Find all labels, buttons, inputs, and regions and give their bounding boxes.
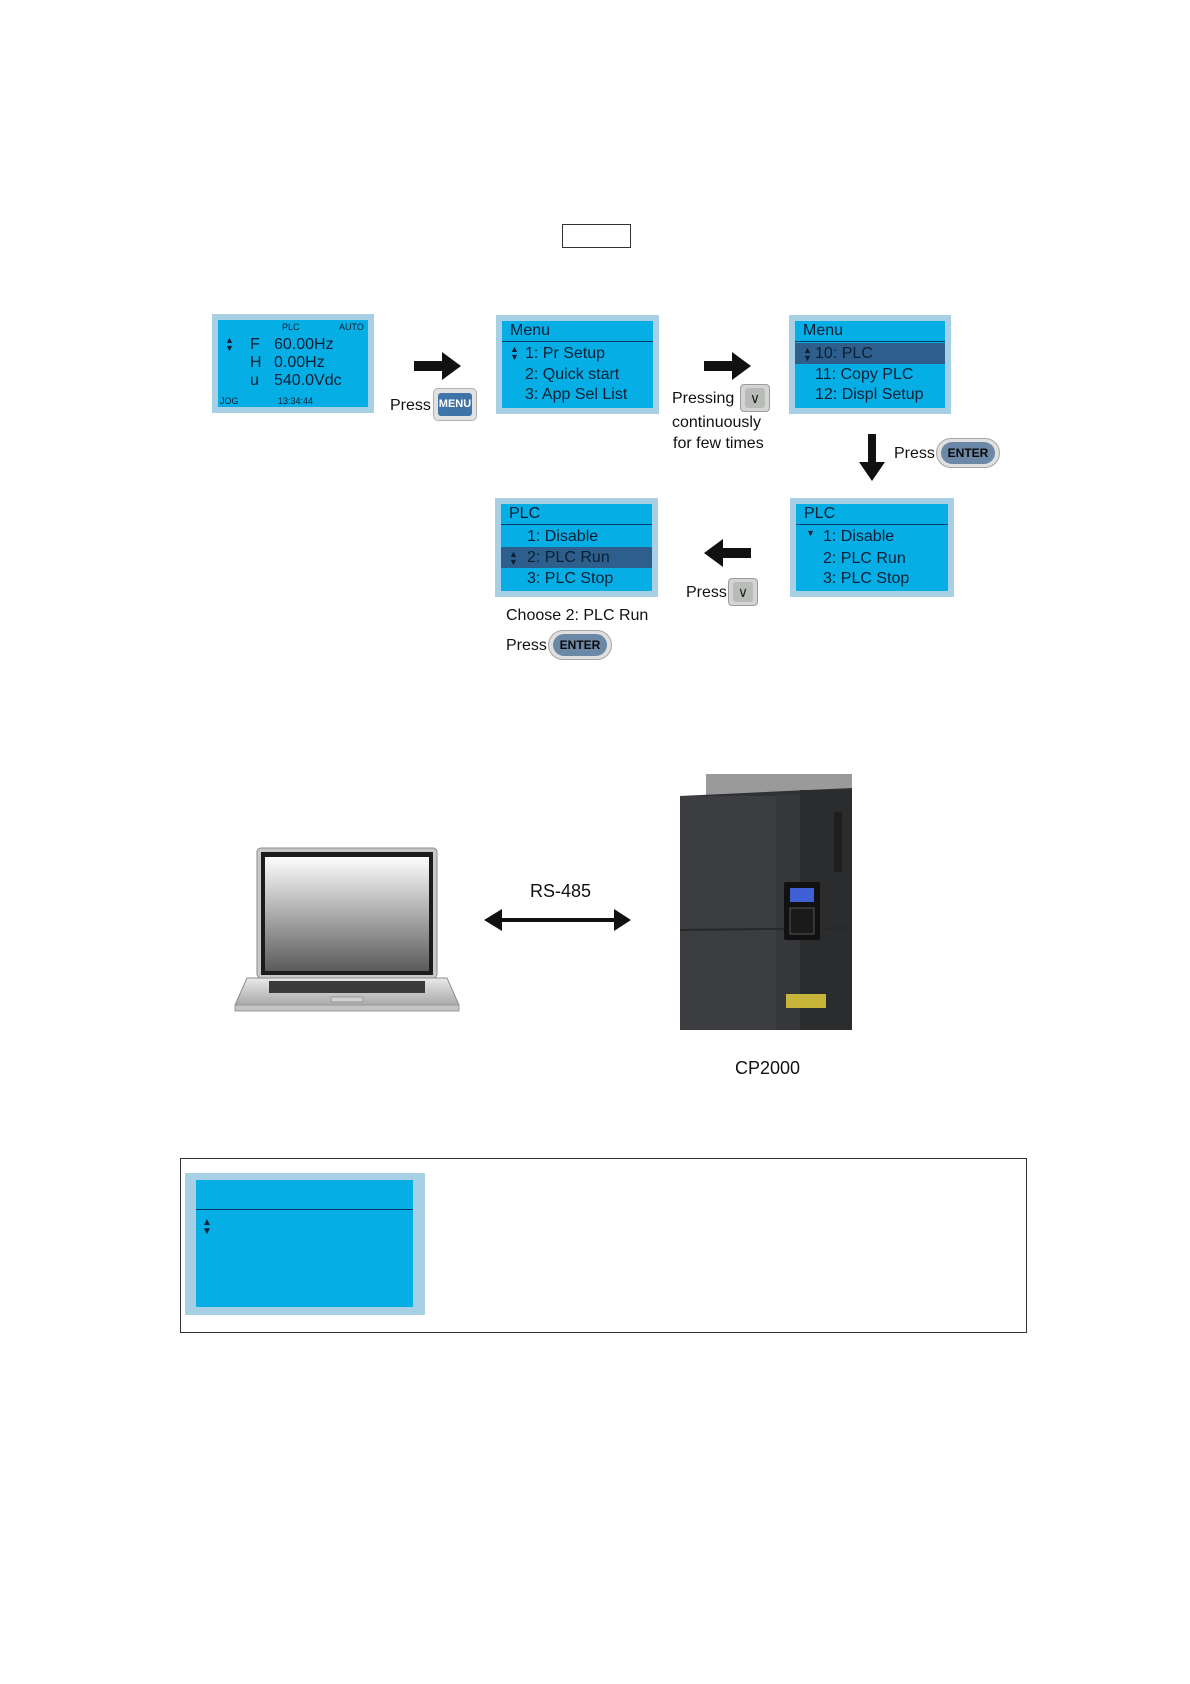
plc-option-run: 2: PLC Run	[823, 550, 906, 567]
down-arrow-icon: ▼	[806, 528, 815, 538]
menu-item-pr-setup: 1: Pr Setup	[525, 345, 606, 362]
auto-indicator: AUTO	[339, 322, 364, 332]
title-separator	[501, 524, 652, 525]
lcd-screen-plc-options: PLC ▼ 1: Disable 2: PLC Run 3: PLC Stop	[790, 498, 954, 597]
enter-key-label: ENTER	[941, 442, 995, 464]
chevron-down-icon: ∨	[745, 388, 765, 408]
up-down-arrows-icon: ▲▼	[202, 1217, 212, 1237]
laptop-illustration	[234, 847, 460, 1012]
lcd-screen-blank: ▲▼	[185, 1173, 425, 1315]
few-times-label: for few times	[673, 435, 764, 452]
title-separator	[795, 341, 945, 342]
plc-option-stop: 3: PLC Stop	[823, 570, 910, 587]
up-down-arrows-icon: ▲▼	[509, 549, 518, 567]
frequency-value: 60.00Hz	[274, 336, 334, 353]
menu-title: Menu	[803, 322, 844, 339]
u-letter: u	[250, 372, 259, 389]
arrow-right-icon	[704, 352, 751, 380]
drive-model-label: CP2000	[735, 1058, 801, 1078]
menu-item-copy-plc: 11: Copy PLC	[815, 366, 914, 383]
menu-key: MENU	[433, 388, 477, 421]
f-letter: F	[250, 336, 260, 353]
down-key: ∨	[740, 384, 770, 412]
bidirectional-arrow-icon	[484, 909, 631, 931]
menu-item-plc: 10: PLC	[815, 345, 873, 362]
down-key: ∨	[728, 578, 758, 606]
h-letter: H	[250, 354, 262, 371]
plc-option-run: 2: PLC Run	[527, 549, 610, 566]
up-down-arrows-icon: ▲▼	[803, 345, 812, 363]
clock-time: 13:34:44	[278, 396, 314, 406]
press-menu-label: Press	[390, 397, 431, 414]
arrow-left-icon	[704, 539, 751, 567]
selection-highlight	[501, 547, 652, 568]
title-separator	[796, 524, 948, 525]
note-box	[180, 1158, 1027, 1333]
title-separator	[196, 1209, 413, 1210]
rs485-label: RS-485	[530, 881, 592, 901]
empty-label-box	[562, 224, 631, 248]
lcd-screen-menu-plc: Menu ▲▼ 10: PLC 11: Copy PLC 12: Displ S…	[789, 315, 951, 414]
plc-option-disable: 1: Disable	[527, 528, 599, 545]
lcd-screen-menu: Menu ▲▼ 1: Pr Setup 2: Quick start 3: Ap…	[496, 315, 659, 414]
menu-item-displ-setup: 12: Displ Setup	[815, 386, 924, 403]
jog-indicator: JOG	[220, 396, 239, 406]
plc-title: PLC	[509, 505, 541, 522]
menu-key-label: MENU	[438, 393, 472, 416]
press-down-label: Press	[686, 584, 727, 601]
up-down-arrows-icon: ▲▼	[225, 335, 234, 353]
plc-option-disable: 1: Disable	[823, 528, 895, 545]
title-separator	[502, 341, 653, 342]
lcd-screen-plc-run-selected: PLC 1: Disable ▲▼ 2: PLC Run 3: PLC Stop	[495, 498, 658, 597]
selection-highlight	[795, 343, 945, 364]
press-enter-label: Press	[894, 445, 935, 462]
menu-item-app-sel-list: 3: App Sel List	[525, 386, 628, 403]
enter-key-label: ENTER	[553, 634, 607, 656]
dc-bus-voltage-value: 540.0Vdc	[274, 372, 342, 389]
pressing-label: Pressing	[672, 390, 735, 407]
enter-key: ENTER	[548, 630, 612, 660]
choose-plc-run-label: Choose 2: PLC Run	[506, 607, 649, 624]
menu-item-quick-start: 2: Quick start	[525, 366, 620, 383]
menu-title: Menu	[510, 322, 551, 339]
up-down-arrows-icon: ▲▼	[510, 344, 519, 362]
plc-option-stop: 3: PLC Stop	[527, 570, 614, 587]
lcd-screen-main: PLC AUTO ▲▼ F 60.00Hz H 0.00Hz u 540.0Vd…	[212, 314, 374, 413]
cp2000-drive-illustration	[679, 774, 853, 1030]
arrow-down-icon	[859, 434, 885, 481]
chevron-down-icon: ∨	[733, 582, 753, 602]
enter-key: ENTER	[936, 438, 1000, 468]
plc-title: PLC	[804, 505, 836, 522]
press-enter2-label: Press	[506, 637, 547, 654]
continuously-label: continuously	[672, 414, 761, 431]
output-frequency-value: 0.00Hz	[274, 354, 325, 371]
arrow-right-icon	[414, 352, 461, 380]
plc-indicator: PLC	[282, 322, 300, 332]
